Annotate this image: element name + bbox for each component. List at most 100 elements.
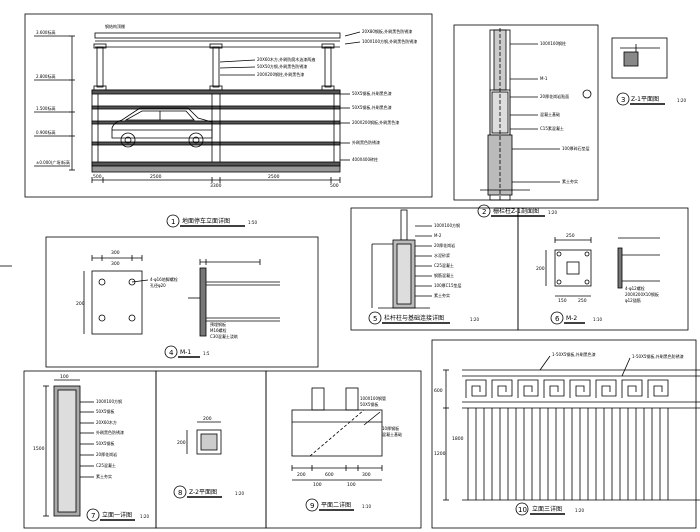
callout-note: 50X5钢板 (96, 408, 114, 414)
callout-note: 200X200钢柱,外刷黑色漆 (257, 71, 304, 77)
callout-note: 100厚C15垫层 (434, 282, 462, 288)
panel-6-plate-m2: 250 150 250 200 4-φ12螺栓 200X200X10钢板 φ12… (517, 207, 689, 331)
callout-note: 外刷黑色防锈漆 (352, 139, 380, 145)
drawing-title: 栅栏柱Z-1剖面图 (493, 207, 539, 215)
panel-4-border (45, 236, 319, 368)
level-label: 0.900标高 (36, 129, 55, 135)
panel-10-border (431, 339, 697, 529)
callout-note: 50X5钢板,外刷黑色漆 (352, 104, 392, 110)
drawing-title: Z-2平面图 (189, 489, 217, 496)
panel-3-z1-plan: 3 Z-1平面图 1:20 (611, 37, 686, 106)
dimension-label: 3300 (210, 183, 222, 189)
drawing-scale: 1:20 (548, 210, 557, 215)
drawing-title: Z-1平面图 (631, 96, 659, 103)
callout-note: C15素混凝土 (540, 125, 564, 131)
dimension-label: 100 (347, 482, 356, 488)
callout-note: 素土夯实 (562, 178, 578, 184)
dimension-label: 150 (558, 298, 567, 304)
panel-3-border (611, 37, 668, 79)
dimension-label: 250 (566, 233, 575, 239)
callout-note: 100X100钢管 (360, 395, 386, 401)
callout-note: 200X200X10钢板 (625, 291, 659, 297)
drawing-scale: 1:20 (470, 317, 479, 322)
panel-5-joint-detail: 100X100方钢 M-2 20厚花岗岩 水泥砂浆 C25混凝土 钢筋混凝土 1… (350, 207, 519, 331)
callout-note: 50X50方钢,外刷黑色防锈漆 (257, 63, 307, 69)
callout-note: C30混凝土浇筑 (210, 333, 238, 339)
drawing-scale: 1:20 (140, 514, 149, 519)
callout-note: C25混凝土 (434, 262, 454, 268)
callout-note: 外刷黑色防锈漆 (96, 429, 124, 435)
dimension-label: 600 (434, 388, 443, 394)
drawing-number: 10 (518, 506, 527, 514)
panel-2-column-section: 100X100钢柱 M-1 20厚花岗岩贴面 混凝土基础 C15素混凝土 100… (453, 24, 599, 201)
dimension-label: 100 (313, 482, 322, 488)
panel-9-border (265, 370, 422, 529)
embedded-plate (91, 270, 143, 335)
drawing-number: 3 (621, 96, 625, 104)
level-label: 2.800标高 (36, 73, 55, 79)
panel-2-border (453, 24, 599, 201)
callout-note: 4-φ12螺栓 (625, 285, 645, 291)
callout-note: 素土夯实 (96, 473, 112, 479)
callout-note: 20厚花岗岩 (96, 451, 117, 457)
callout-note: 20X60木方,外刷防腐木油漆两遍 (257, 56, 315, 62)
callout-note: M-1 (540, 76, 548, 81)
dimension-label: 600 (325, 472, 334, 478)
drawing-number: 8 (178, 489, 182, 497)
fence-bars (467, 408, 669, 500)
drawing-title: M-2 (566, 315, 577, 322)
drawing-title: 立面三详图 (532, 505, 562, 513)
drawing-scale: 1:50 (248, 220, 257, 225)
dimension-label: 500 (93, 174, 102, 180)
drawing-title: 立面一详图 (102, 511, 132, 519)
drawing-scale: 1:10 (593, 317, 602, 322)
panel-7-elevation-one: 1500 100 100X100方钢 50X5钢板 20X60木方 外刷黑色防锈… (23, 370, 157, 529)
dimension-label: 2500 (268, 174, 280, 180)
callout-note: 20X60木方 (96, 419, 117, 425)
steel-post (96, 46, 104, 88)
callout-note: 水泥砂浆 (434, 252, 450, 258)
drawing-number: 4 (169, 349, 174, 357)
drawing-title: 地面停车立面详图 (182, 217, 230, 225)
dimension-label: 2500 (150, 174, 162, 180)
dimension-label: 250 (578, 298, 587, 304)
callout-note: 20X80钢板,外刷黑色防锈漆 (362, 28, 412, 34)
callout-note: 钢筋混凝土 (434, 272, 454, 278)
dimension-label: 200 (203, 416, 212, 422)
drawing-scale: 1:20 (677, 98, 686, 103)
dimension-label: 300 (111, 261, 120, 267)
title-1: 1 地面停车立面详图 1:50 (166, 214, 257, 228)
drawing-scale: 1:10 (362, 504, 371, 509)
callout-note: 混凝土基础 (382, 431, 402, 437)
panel-1-parking-elevation: 3.600标高 2.800标高 1.500标高 0.900标高 ±0.000(广… (24, 13, 433, 198)
callout-note: 1-50X5钢板,外刷黑色防锈漆 (632, 353, 684, 359)
car-outline (111, 107, 213, 148)
dimension-label: 300 (111, 250, 120, 256)
drawing-number: 7 (91, 512, 95, 520)
callout-note: 200X200钢板,外刷黑色漆 (352, 119, 399, 125)
roof-beam (94, 32, 341, 39)
callout-note: 100厚碎石垫层 (562, 145, 590, 151)
drawing-title: M-1 (180, 349, 191, 356)
drawing-number: 5 (373, 315, 377, 323)
dimension-label: 200 (536, 266, 545, 272)
panel-10-elevation-three: 600 1200 1800 1-50X5钢板,外刷黑色漆 1-50X5钢板,外刷… (431, 339, 700, 529)
drawing-scale: 1:20 (575, 508, 584, 513)
greek-key-frieze (465, 379, 669, 398)
callout-note: M-2 (434, 233, 442, 238)
callout-note: 50X5钢板 (360, 401, 378, 407)
drawing-title: 平面二详图 (321, 501, 351, 509)
dimension-label: 300 (362, 472, 371, 478)
dimension-label: 200 (76, 301, 85, 307)
callout-note: 混凝土基础 (540, 111, 560, 117)
level-label: 3.600标高 (36, 29, 55, 35)
callout-note: 10厚钢板 (382, 425, 399, 431)
callout-note: 20厚花岗岩贴面 (540, 93, 569, 99)
callout-note: 孔径φ20 (150, 282, 166, 288)
callout-note: φ12锚筋 (625, 297, 641, 303)
level-label: ±0.000(广场)标高 (36, 159, 70, 165)
callout-note: C25混凝土 (96, 462, 116, 468)
drawing-number: 2 (482, 208, 486, 216)
steel-post (324, 46, 332, 88)
